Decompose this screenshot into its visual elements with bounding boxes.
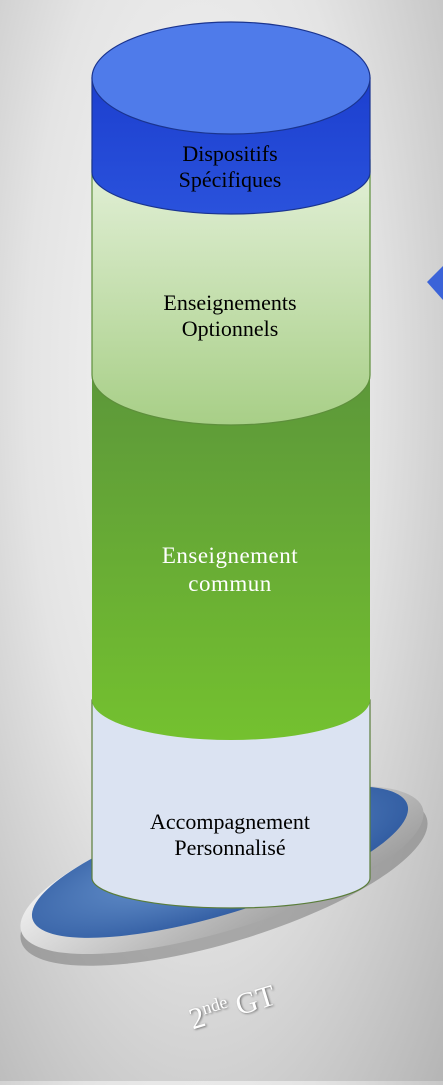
- label-dispositifs: Dispositifs Spécifiques: [178, 141, 282, 192]
- segment-accompagnement: [91, 699, 371, 909]
- segment-optionnels: [91, 159, 371, 426]
- label-optionnels: Enseignements Optionnels: [163, 290, 297, 341]
- label-accompagnement: Accompagnement Personnalisé: [149, 809, 311, 860]
- top-cap: [91, 21, 371, 135]
- label-commun: Enseignement commun: [161, 543, 299, 596]
- segment-commun: [92, 370, 370, 740]
- pointer-arrow: [427, 266, 443, 300]
- segment-dispositifs: [91, 21, 371, 215]
